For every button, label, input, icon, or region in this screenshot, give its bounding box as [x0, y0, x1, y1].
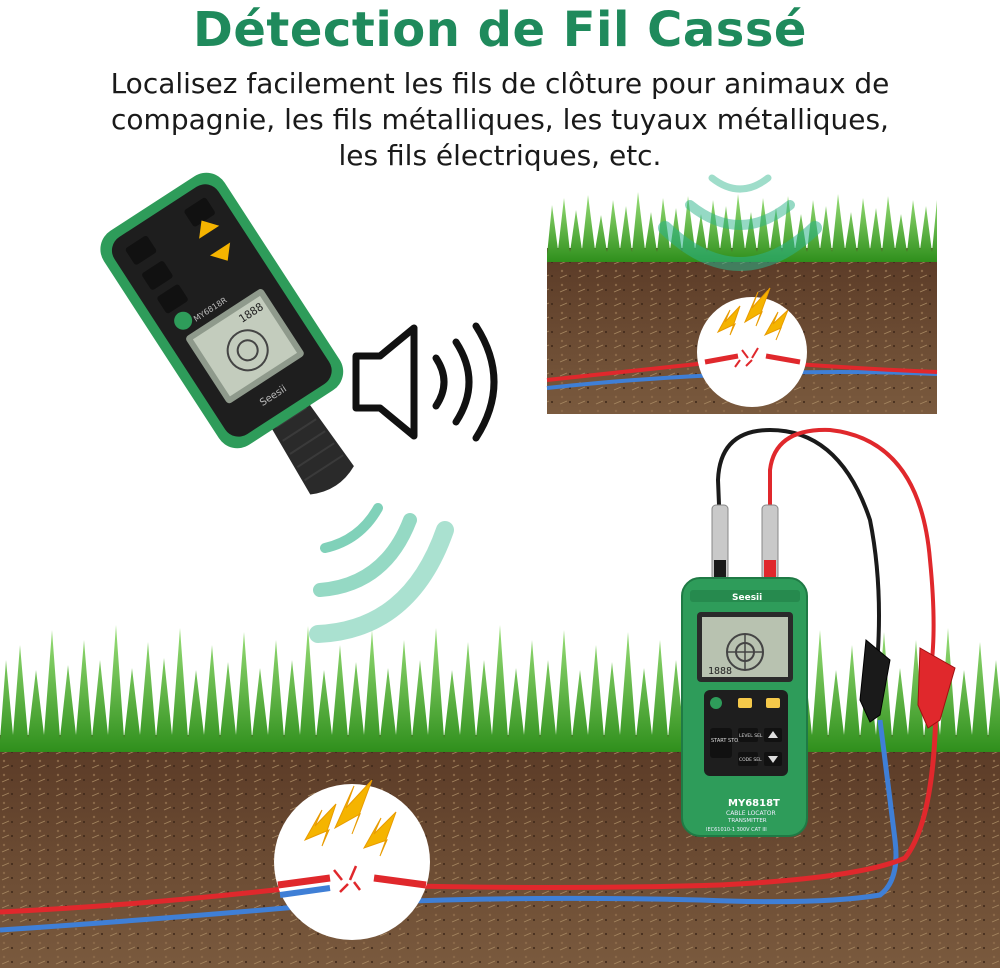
speaker-sound-icon: [352, 322, 498, 442]
main-wire-red-left: [0, 882, 319, 915]
receiver-device: 1888 Seesii MY6818R: [100, 172, 354, 495]
transmitter-spec: IEC61010-1 300V CAT III: [706, 827, 767, 833]
transmitter-model: MY6818T: [728, 798, 780, 809]
transmitter-btn-code: CODE SEL: [739, 757, 762, 763]
inset-panel: [546, 174, 938, 414]
transmitter-subtitle: CABLE LOCATOR: [726, 810, 776, 817]
transmitter-brand: Seesii: [732, 593, 762, 603]
transmitter-btn-start-stop: START STOP: [711, 738, 741, 744]
main-wire-break-spark-icon: [274, 779, 430, 940]
page-subtitle: Localisez facilement les fils de clôture…: [60, 66, 940, 174]
ground-scene: [0, 625, 1000, 968]
receiver-signal-wave-icon: [309, 503, 454, 643]
transmitter-lcd-digits: 1888: [708, 666, 732, 677]
subtitle-line-3: les fils électriques, etc.: [338, 139, 662, 172]
subtitle-line-1: Localisez facilement les fils de clôture…: [110, 67, 890, 100]
transmitter-device: Seesii 1888 START STOP LEVEL SEL CODE SE…: [681, 577, 808, 837]
inset-wire-break-spark-icon: [697, 287, 807, 407]
subtitle-line-2: compagnie, les fils métalliques, les tuy…: [111, 103, 889, 136]
main-wire-blue: [0, 719, 899, 933]
main-grass: [0, 625, 1000, 752]
transmitter-btn-level: LEVEL SEL: [739, 733, 763, 739]
transmitter-subtitle2: TRANSMITTER: [727, 818, 767, 824]
main-wire-red-right: [371, 699, 939, 890]
page-title: Détection de Fil Cassé: [193, 2, 807, 58]
inset-signal-wave-icon: [658, 174, 822, 271]
